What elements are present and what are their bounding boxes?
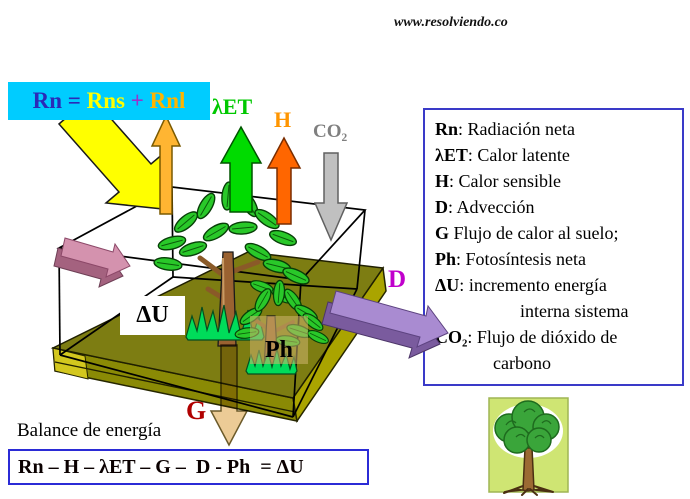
latent-heat-label: λET [212,94,253,119]
control-volume-wireframe [56,186,367,418]
co2-label: CO₂ [313,121,348,142]
advection-label: D [388,266,407,293]
sensible-heat-label: H [274,107,292,132]
energy-balance-equation-box: Rn – H – λET – G – D - Ph = ΔU [8,449,369,485]
legend-line-d: D: Advección [435,197,535,217]
watermark: www.resolviendo.co [394,15,508,30]
soil-heat-label: G [186,396,207,425]
advection-in-arrow [53,237,131,288]
reflected-radiation-arrow [150,114,182,215]
photosynthesis-label: Ph [250,316,308,364]
co2-flux-arrow [313,152,349,242]
legend-line-g: G Flujo de calor al suelo; [435,223,619,243]
legend-line-du2: interna sistema [520,301,629,321]
legend-box: Rn: Radiación neta λET: Calor latente H:… [423,108,684,386]
legend-line-co2b: carbono [493,353,551,373]
plus-sign: + [124,88,150,113]
legend-line-rn: Rn: Radiación neta [435,119,575,139]
legend-line-du: ΔU: incremento energía [435,275,607,295]
sensible-heat-arrow [266,136,302,225]
internal-energy-label: ΔU [120,296,185,335]
latent-heat-arrow [219,125,263,213]
soil-heat-arrow [209,344,249,447]
legend-line-let: λET: Calor latente [435,145,570,165]
rns-term: Rns [86,88,125,113]
rnl-term: Rnl [149,88,186,113]
rn-term: Rn = [32,88,87,113]
legend-line-co2: CO₂: Flujo de dióxido de [435,327,618,347]
radiation-equation-box: Rn = Rns + Rnl [8,82,210,120]
legend-line-h: H: Calor sensible [435,171,562,191]
energy-balance-equation: Rn – H – λET – G – D - Ph = ΔU [18,455,304,478]
soil-platform [50,251,387,423]
clipart-tree-card [488,397,569,496]
legend-line-ph: Ph: Fotosíntesis neta [435,249,587,269]
energy-balance-title: Balance de energía [17,420,162,441]
